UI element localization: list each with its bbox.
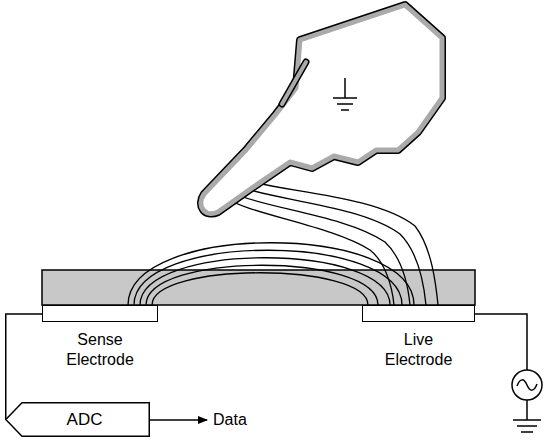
field-lines [128, 180, 438, 305]
electrode-plate [42, 305, 158, 322]
data-arrow [150, 419, 207, 421]
source-wiring [475, 314, 542, 432]
ground-symbol [333, 78, 357, 110]
electrode: Sense Electrode [42, 305, 158, 370]
electrode-label: Sense Electrode [55, 330, 145, 370]
output-label: Data [213, 410, 247, 430]
hand [201, 5, 442, 214]
electrode: Live Electrode [362, 305, 475, 370]
adc-block: ADC [5, 402, 150, 437]
electrode-plate [362, 305, 475, 322]
adc-label: ADC [5, 402, 150, 437]
adc-shape [6, 403, 150, 437]
electrode-label: Live Electrode [374, 330, 464, 370]
